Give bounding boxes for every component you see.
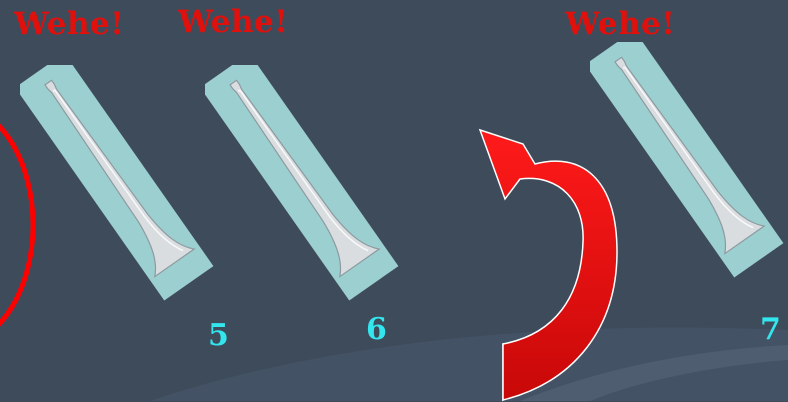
- warning-label-2: Wehe!: [178, 4, 288, 40]
- tube-icon: [20, 65, 220, 305]
- tube-icon: [205, 65, 405, 305]
- warning-label-1: Wehe!: [14, 6, 124, 42]
- number-label-7: 7: [760, 312, 781, 347]
- number-label-5: 5: [208, 318, 229, 353]
- warning-label-3: Wehe!: [565, 6, 675, 42]
- number-label-6: 6: [366, 312, 387, 347]
- curved-arrow-icon: [475, 82, 635, 402]
